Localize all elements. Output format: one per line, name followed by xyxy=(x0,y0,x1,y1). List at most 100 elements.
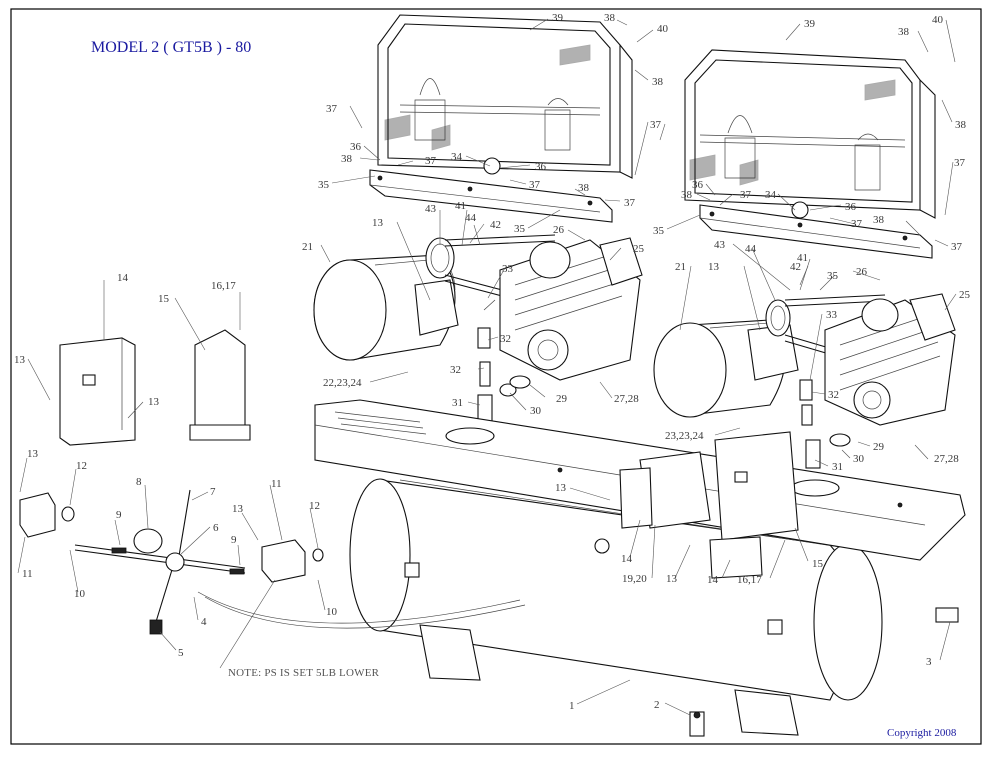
label-34: 34 xyxy=(765,189,777,201)
label-38: 38 xyxy=(604,12,616,24)
label-32: 32 xyxy=(828,389,839,401)
label-13: 13 xyxy=(708,261,720,273)
label-40: 40 xyxy=(657,23,669,35)
label-41: 41 xyxy=(455,200,466,212)
label-37: 37 xyxy=(851,218,863,230)
belts-left xyxy=(444,234,556,307)
label-13: 13 xyxy=(666,573,678,585)
label-35: 35 xyxy=(318,179,330,191)
label-42: 42 xyxy=(490,219,501,231)
label-35: 35 xyxy=(653,225,665,237)
starter-box-loose xyxy=(59,337,136,446)
label-22-23-24: 22,23,24 xyxy=(323,377,362,389)
label-38: 38 xyxy=(955,119,967,131)
diagram-title: MODEL 2 ( GT5B ) - 80 xyxy=(91,39,251,56)
check-valve xyxy=(935,607,959,623)
label-8: 8 xyxy=(136,476,142,488)
tank-feet xyxy=(419,624,799,736)
label-10: 10 xyxy=(74,588,86,600)
leader-lines xyxy=(17,18,957,716)
label-25: 25 xyxy=(959,289,971,301)
box-cover-plate xyxy=(189,329,251,441)
label-11: 11 xyxy=(22,568,33,580)
label-30: 30 xyxy=(530,405,542,417)
center-bracket-assembly xyxy=(619,451,711,529)
label-3: 3 xyxy=(926,656,932,668)
pump-right xyxy=(824,293,956,426)
label-30: 30 xyxy=(853,453,865,465)
gauge-manifold xyxy=(61,489,324,635)
label-33: 33 xyxy=(826,309,838,321)
label-19-20: 19,20 xyxy=(622,573,647,585)
label-37: 37 xyxy=(326,103,338,115)
starter-box-installed xyxy=(709,431,799,579)
motor-pulley-left xyxy=(425,237,455,279)
label-13: 13 xyxy=(372,217,384,229)
washer-34-right xyxy=(791,201,809,219)
tank-tube xyxy=(197,591,526,629)
label-44: 44 xyxy=(745,243,757,255)
label-34: 34 xyxy=(451,151,463,163)
pump-left xyxy=(499,237,643,381)
label-9: 9 xyxy=(231,534,237,546)
pressure-switch-left xyxy=(19,492,56,538)
label-13: 13 xyxy=(14,354,26,366)
label-13: 13 xyxy=(555,482,567,494)
label-37: 37 xyxy=(624,197,636,209)
discharge-fittings-left xyxy=(477,299,531,426)
motor-right xyxy=(653,319,799,418)
label-37: 37 xyxy=(954,157,966,169)
label-13: 13 xyxy=(232,503,244,515)
label-13: 13 xyxy=(27,448,39,460)
motor-pulley-right xyxy=(765,299,791,337)
label-40: 40 xyxy=(932,14,944,26)
label-23-23-24: 23,23,24 xyxy=(665,430,704,442)
label-44: 44 xyxy=(465,212,477,224)
pressure-switch-right xyxy=(261,539,306,583)
label-11: 11 xyxy=(271,478,282,490)
label-4: 4 xyxy=(201,616,207,628)
label-42: 42 xyxy=(790,261,801,273)
label-39: 39 xyxy=(804,18,816,30)
label-13: 13 xyxy=(148,396,160,408)
belt-guard-right xyxy=(684,49,936,219)
label-36: 36 xyxy=(692,179,704,191)
label-37: 37 xyxy=(425,155,437,167)
label-38: 38 xyxy=(898,26,910,38)
label-26: 26 xyxy=(856,266,868,278)
label-31: 31 xyxy=(452,397,463,409)
copyright-text: Copyright 2008 xyxy=(887,727,957,739)
label-32: 32 xyxy=(450,364,461,376)
label-37: 37 xyxy=(740,189,752,201)
label-39: 39 xyxy=(552,12,564,24)
label-36: 36 xyxy=(845,201,857,213)
label-32: 32 xyxy=(500,333,511,345)
label-31: 31 xyxy=(832,461,843,473)
label-41: 41 xyxy=(797,252,808,264)
label-38: 38 xyxy=(681,189,693,201)
label-10: 10 xyxy=(326,606,338,618)
label-21: 21 xyxy=(302,241,313,253)
belt-guard-left xyxy=(377,14,633,179)
label-9: 9 xyxy=(116,509,122,521)
label-7: 7 xyxy=(210,486,216,498)
label-38: 38 xyxy=(578,182,590,194)
guard-bracket-left xyxy=(369,169,613,223)
label-1: 1 xyxy=(569,700,575,712)
label-37: 37 xyxy=(529,179,541,191)
label-33: 33 xyxy=(502,263,514,275)
label-25: 25 xyxy=(633,243,645,255)
label-29: 29 xyxy=(873,441,885,453)
label-38: 38 xyxy=(341,153,353,165)
label-43: 43 xyxy=(425,203,437,215)
label-29: 29 xyxy=(556,393,568,405)
label-14: 14 xyxy=(707,574,719,586)
discharge-fittings-right xyxy=(799,379,851,469)
label-38: 38 xyxy=(652,76,664,88)
label-15: 15 xyxy=(158,293,170,305)
label-16-17: 16,17 xyxy=(211,280,236,292)
label-15: 15 xyxy=(812,558,824,570)
label-2: 2 xyxy=(654,699,660,711)
